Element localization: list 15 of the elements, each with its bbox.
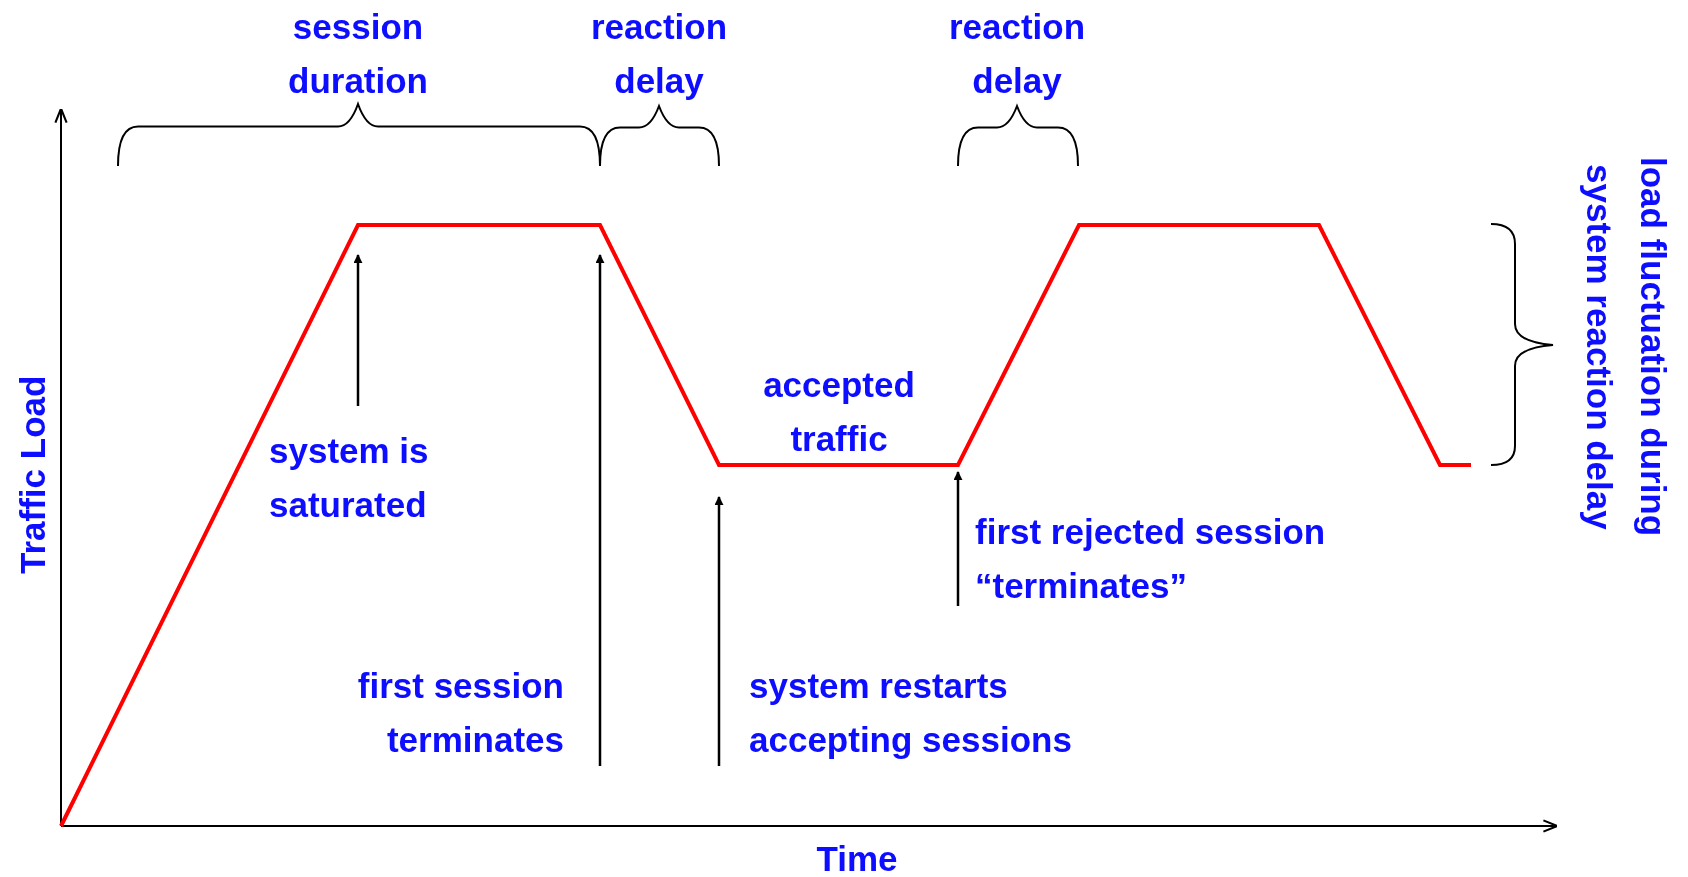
annotation-text: system is saturated (269, 424, 489, 532)
leader-arrow (714, 496, 724, 766)
leader-arrow (595, 254, 605, 766)
axis-title: Traffic Load (12, 374, 53, 577)
curve-label: accepted traffic (762, 364, 916, 460)
axis-title: Time (816, 838, 898, 877)
brace-label: reaction delay (589, 6, 729, 102)
brace-label: load fluctuation during system reaction delay (1579, 156, 1674, 539)
annotation-text: system restarts accepting sessions (749, 659, 1169, 767)
brace-label: reaction delay (947, 6, 1087, 102)
leader-arrow (953, 471, 963, 606)
annotation-text: first rejected session “terminates” (975, 505, 1385, 613)
annotation-text: first session terminates (284, 659, 564, 767)
brace-label: session duration (287, 6, 429, 102)
leader-arrow (353, 254, 363, 406)
